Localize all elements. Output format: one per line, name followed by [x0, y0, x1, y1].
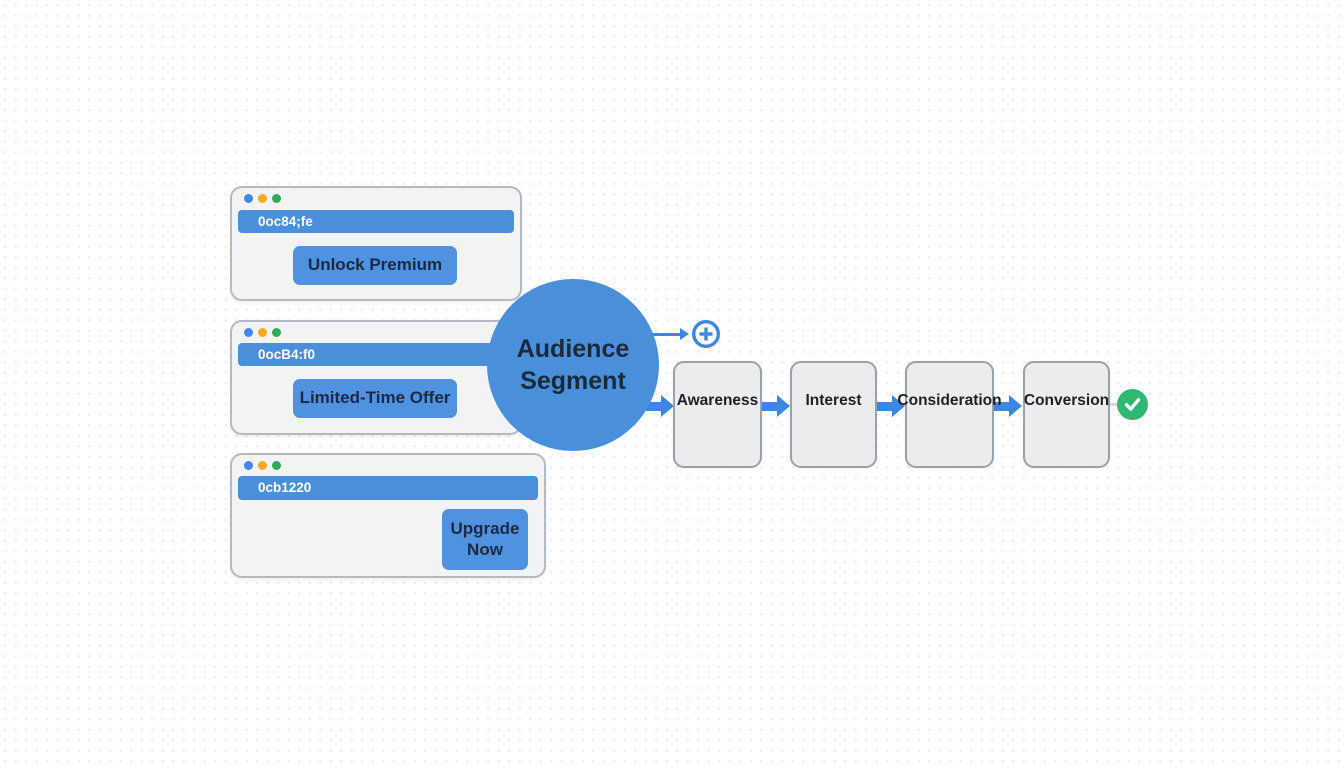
arrow-to-add-icon	[652, 333, 681, 336]
funnel-stage-awareness: Awareness	[673, 361, 762, 468]
arrow-consideration-to-conversion	[994, 395, 1022, 417]
window-traffic-lights	[244, 461, 281, 470]
orange-dot-icon	[258, 194, 267, 203]
orange-dot-icon	[258, 328, 267, 337]
orange-dot-icon	[258, 461, 267, 470]
address-bar: 0oc84;fe	[238, 210, 514, 233]
check-icon	[1117, 389, 1148, 420]
blue-dot-icon	[244, 328, 253, 337]
window-traffic-lights	[244, 194, 281, 203]
arrow-interest-to-consideration	[877, 395, 905, 417]
unlock-premium-button[interactable]: Unlock Premium	[293, 246, 457, 285]
blue-dot-icon	[244, 461, 253, 470]
limited-time-offer-button[interactable]: Limited-Time Offer	[293, 379, 457, 418]
ad-window-unlock-premium: 0oc84;fe Unlock Premium	[230, 186, 522, 301]
arrow-awareness-to-interest	[762, 395, 790, 417]
ad-window-limited-time-offer: 0ocB4:f0 Limited-Time Offer	[230, 320, 522, 435]
window-traffic-lights	[244, 328, 281, 337]
address-bar: 0cb1220	[238, 476, 538, 500]
upgrade-now-button[interactable]: Upgrade Now	[442, 509, 528, 570]
funnel-stage-interest: Interest	[790, 361, 877, 468]
funnel-stage-consideration: Consideration	[897, 361, 1002, 468]
address-bar: 0ocB4:f0	[238, 343, 514, 366]
stage-label: Conversion	[1023, 392, 1110, 409]
green-dot-icon	[272, 194, 281, 203]
green-dot-icon	[272, 461, 281, 470]
add-icon[interactable]	[691, 319, 721, 349]
audience-segment-label: Audience Segment	[516, 334, 630, 396]
arrow-segment-to-awareness	[646, 395, 674, 417]
ad-window-upgrade-now: 0cb1220 Upgrade Now	[230, 453, 546, 578]
blue-dot-icon	[244, 194, 253, 203]
stage-label: Awareness	[676, 392, 759, 409]
funnel-stage-conversion: Conversion	[1023, 361, 1110, 468]
conversion-check-connector	[1110, 403, 1119, 406]
stage-label: Consideration	[897, 392, 1002, 409]
stage-label: Interest	[805, 392, 862, 409]
audience-segment-node: Audience Segment	[487, 279, 659, 451]
arrow-to-add-icon-head	[680, 328, 689, 340]
green-dot-icon	[272, 328, 281, 337]
